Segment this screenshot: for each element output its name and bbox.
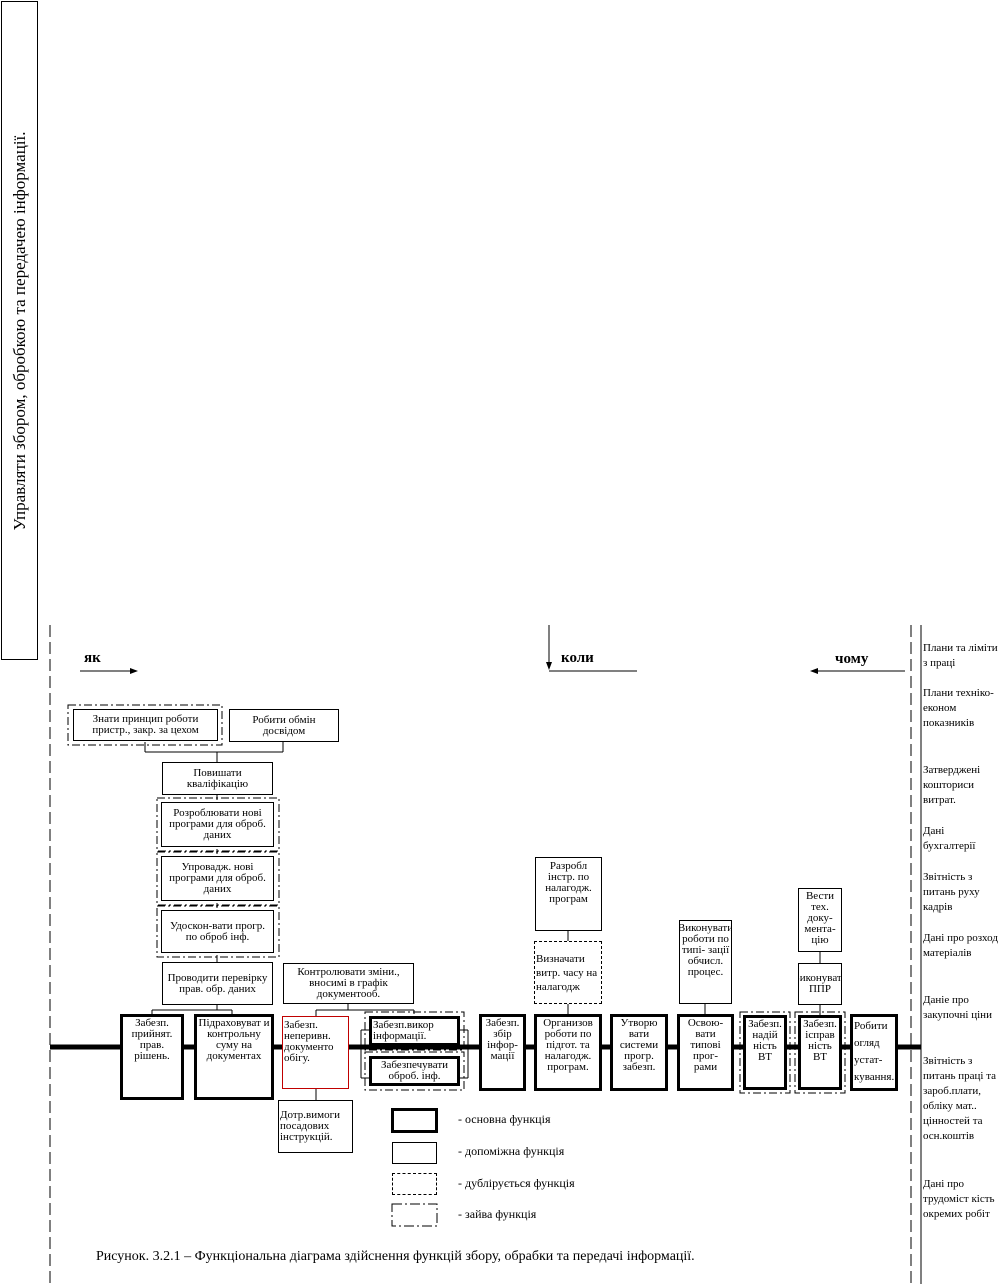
box-pidrakhovuvat: Підраховуват и контрольну суму на докуме… bbox=[194, 1014, 274, 1100]
box-zabezp-nadiyn: Забезп. надій ність ВТ bbox=[743, 1015, 787, 1090]
legend-swatch-aux bbox=[392, 1142, 437, 1164]
direction-how: як bbox=[84, 650, 101, 666]
note-ciny: Данiе про закупочні ціни bbox=[923, 994, 992, 1021]
note-trudomistkist: Дані про трудоміст кість окремих робіт bbox=[923, 1178, 995, 1220]
box-osvoyuvaty: Освою- вати типові прог- рами bbox=[677, 1014, 734, 1091]
note-koshtorysy: Затверджені кошториси витрат. bbox=[923, 764, 981, 806]
box-utvoryuvaty: Утворю вати системи прогр. забезп. bbox=[610, 1014, 668, 1091]
legend-label-aux: - допоміжна функція bbox=[458, 1144, 565, 1158]
legend-label-dup: - дублірується функція bbox=[458, 1176, 575, 1190]
box-vykonuvaty-roboty: Виконувати роботи по типі- зації обчисл.… bbox=[679, 920, 732, 1004]
box-provodyty: Проводити перевірку прав. обр. даних bbox=[162, 962, 273, 1005]
box-vykonuvaty-ppr: Виконувати ППР bbox=[798, 963, 842, 1005]
box-robyty-obmin: Робити обмін досвідом bbox=[229, 709, 339, 742]
box-zabezp-ispr: Забезп. іспрaв ність ВТ bbox=[798, 1015, 842, 1090]
vertical-title-frame: Управляти збором, обробкою та передачею … bbox=[1, 1, 38, 660]
note-plany-tekhniko: Плани техніко- економ показників bbox=[923, 687, 994, 729]
figure-caption: Рисунок. 3.2.1 – Функціональна діаграма … bbox=[96, 1249, 695, 1264]
direction-when: коли bbox=[561, 650, 594, 666]
note-pratsya: Звітність з питань праці та зароб.плати,… bbox=[923, 1055, 997, 1142]
box-udoskon: Удоскон-вати прогр. по оброб інф. bbox=[161, 910, 274, 953]
box-dotr-vymogy: Дотр.вимоги посадових інструкцій. bbox=[278, 1100, 353, 1153]
box-zabezp-pryin: Забезп. прийнят. прав. рішень. bbox=[120, 1014, 184, 1100]
note-kadry: Звітність з питань руху кадрів bbox=[923, 871, 980, 913]
legend-label-main: - основна функція bbox=[458, 1112, 551, 1126]
box-zabezp-zbir: Забезп. збір інфор- мації bbox=[479, 1014, 526, 1091]
box-uprovadzh: Упровадж. нові програми для оброб. даних bbox=[161, 856, 274, 901]
box-povyshuvaty: Повишати кваліфікацію bbox=[162, 762, 273, 795]
box-organizov: Организов роботи по підгот. та налагодж.… bbox=[534, 1014, 602, 1091]
box-zabezp-vykor: Забезп.викор інформації. bbox=[369, 1016, 460, 1046]
legend-label-extra: - зайва функція bbox=[458, 1207, 537, 1221]
box-znaty: Знати принцип роботи пристр., закр. за ц… bbox=[73, 709, 218, 741]
legend-swatch-main bbox=[391, 1108, 438, 1133]
box-zabezp-neperyv: Забезп. неперивн. документо обігу. bbox=[282, 1016, 349, 1089]
box-vesty-tekh: Вести тех. доку- мента- цію bbox=[798, 888, 842, 952]
note-materialy: Дані про розход матеріалів bbox=[923, 932, 998, 959]
box-rozrobl-instr: Разробл інстр. по налагодж. програм bbox=[535, 857, 602, 931]
note-plany-limity: Плани та ліміти з праці bbox=[923, 642, 998, 669]
direction-why: чому bbox=[835, 651, 869, 667]
box-vyznachaty: Визначати витр. часу на налагодж bbox=[534, 941, 602, 1004]
legend-swatch-dup bbox=[392, 1173, 437, 1195]
box-zabezpech-obrob: Забезпечувати оброб. інф. bbox=[369, 1056, 460, 1086]
box-rozrobl-novi: Розроблювати нові програми для оброб. да… bbox=[161, 802, 274, 847]
note-buhgalteriya: Дані бухгалтерії bbox=[923, 825, 976, 852]
box-robyty-ohlyad: Робити огляд устат- кування. bbox=[850, 1014, 898, 1091]
box-kontroluvaty: Контролювати зміни., вносимі в графік до… bbox=[283, 963, 414, 1004]
